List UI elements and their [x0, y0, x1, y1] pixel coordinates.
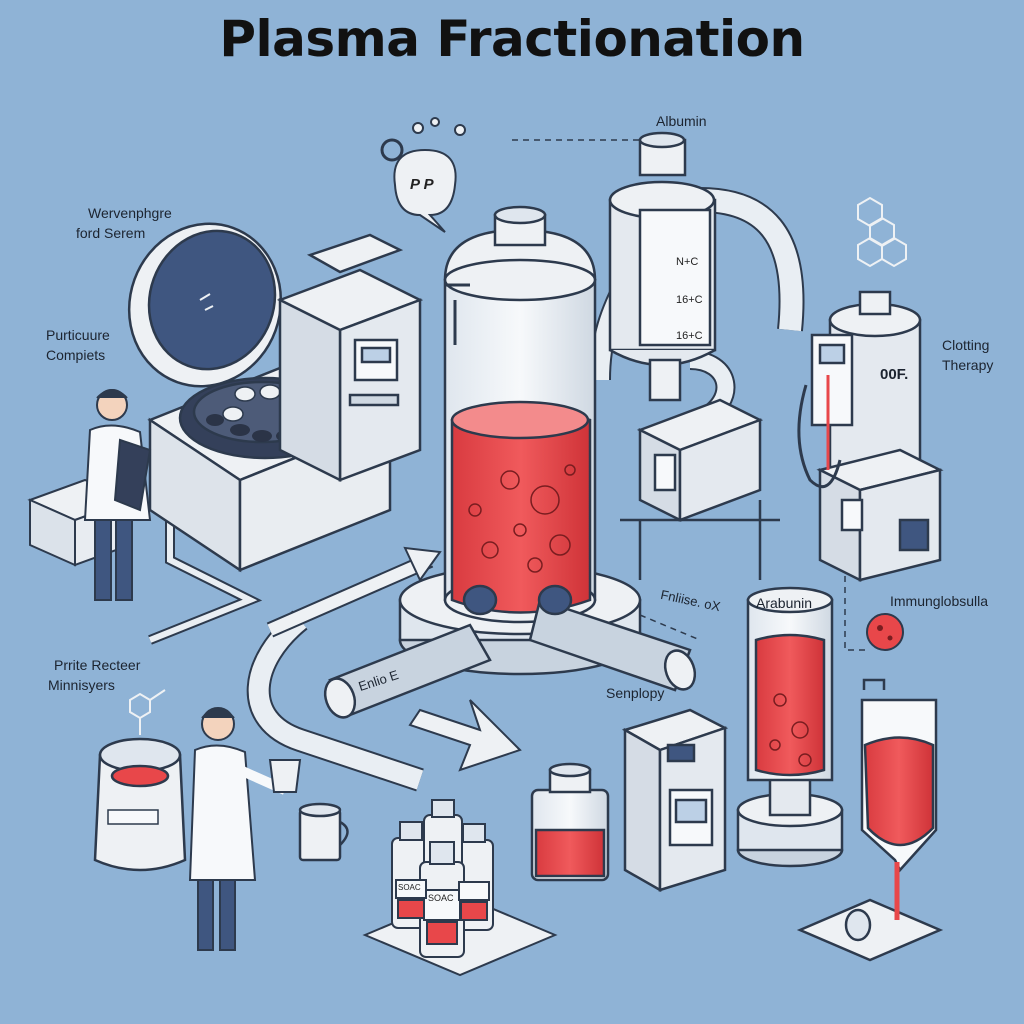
label-immunglobsulla: Immunglobsulla	[890, 593, 989, 609]
leader-lines	[512, 139, 870, 651]
label-senplopy: Senplopy	[606, 685, 665, 701]
technician-figure	[83, 389, 152, 601]
label-wervenphgre-line1: Wervenphgre	[88, 205, 172, 221]
thought-bubble-text: P P	[410, 176, 434, 193]
thought-bubble	[380, 117, 466, 233]
flow-arrow-lower	[408, 699, 522, 772]
tank-display-text: 00F.	[880, 366, 909, 383]
beaker	[298, 802, 349, 862]
clotting-therapy-tank	[797, 290, 944, 583]
label-prrite-line1: Prrite Recteer	[54, 657, 141, 673]
reactor-outlet-pipes	[323, 584, 697, 719]
fractionation-reactor	[398, 205, 642, 676]
page-title: Plasma Fractionation	[219, 10, 805, 68]
label-purticuure-line1: Purticuure	[46, 327, 110, 343]
control-base	[620, 398, 780, 580]
label-arabunin: Arabunin	[756, 595, 813, 611]
column-mark-2: 16+C	[676, 294, 703, 306]
flow-arrow-upper	[403, 546, 442, 582]
iv-bag	[796, 678, 944, 962]
control-terminal	[621, 708, 729, 893]
column-mark-3: 16+C	[676, 330, 703, 342]
arabunin-column	[736, 586, 844, 868]
molecule-hexagons	[857, 196, 907, 268]
pipe-network	[148, 187, 805, 792]
label-clotting-line2: Therapy	[942, 357, 994, 373]
fractionation-column	[608, 131, 717, 402]
vial-label-front: SOAC	[428, 893, 454, 903]
label-prrite-line2: Minnisyers	[48, 677, 115, 693]
label-wervenphgre-line2: ford Serem	[76, 225, 146, 241]
vial-tray	[362, 799, 558, 977]
scientist-figure	[188, 707, 302, 951]
column-mark-1: N+C	[676, 256, 699, 268]
sample-jar	[530, 762, 610, 882]
sample-processor	[93, 689, 187, 872]
immunoglobulin-sample	[866, 613, 904, 651]
label-purticuure-line2: Compiets	[46, 347, 106, 363]
label-clotting-line1: Clotting	[942, 337, 990, 353]
analyzer-machine	[276, 233, 424, 483]
label-albumin: Albumin	[656, 113, 707, 129]
vial-label-left: SOAC	[398, 883, 421, 892]
